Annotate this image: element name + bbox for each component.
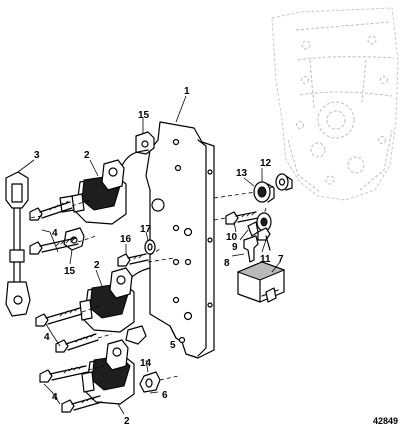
bolt-4-bot-a [39, 365, 89, 383]
screw-12 [275, 173, 293, 191]
callout-16: 16 [120, 234, 132, 245]
grommet-13 [253, 181, 275, 203]
callout-10: 10 [226, 232, 238, 243]
terminal-8 [243, 235, 259, 263]
callout-11: 11 [260, 254, 271, 265]
clamp-bottom [125, 325, 147, 345]
callout-4-middle: 4 [44, 332, 50, 343]
figure-number: 42849 [373, 416, 398, 426]
callout-1: 1 [184, 86, 190, 97]
relay-7 [236, 261, 286, 303]
callout-13: 13 [236, 168, 248, 179]
stud-9 [247, 221, 259, 237]
callout-2-top: 2 [84, 150, 90, 161]
callout-2-bottom: 2 [124, 416, 130, 427]
washer-17 [144, 239, 156, 255]
callout-6: 6 [162, 390, 168, 401]
callout-7: 7 [278, 254, 284, 265]
bolt-4-top-b [29, 237, 79, 255]
callout-4-bottom: 4 [52, 392, 58, 403]
bolt-4-bot-b [61, 395, 103, 413]
ignition-coil-top [59, 159, 127, 225]
ignition-coil-bottom [81, 339, 135, 405]
bolt-10 [225, 211, 259, 225]
grommet-relay [256, 212, 272, 232]
callout-9: 9 [232, 242, 238, 253]
spark-plug-lead [5, 171, 31, 317]
callout-8: 8 [224, 258, 230, 269]
callout-3: 3 [34, 150, 40, 161]
bolt-4-mid-a [35, 307, 83, 327]
alignment-lines [27, 183, 277, 381]
bolt-16 [117, 253, 149, 267]
ignition-coil-middle [79, 267, 135, 333]
bolt-4-mid-b [55, 333, 99, 353]
callout-4-top: 4 [52, 228, 58, 239]
engine-block-outline [271, 7, 399, 201]
callout-5: 5 [170, 340, 176, 351]
screw-11 [257, 227, 271, 251]
clamp-upper [135, 131, 155, 155]
spacer-14 [139, 371, 161, 393]
callout-17: 17 [140, 224, 152, 235]
callout-2-middle: 2 [94, 260, 100, 271]
leader-lines [17, 95, 281, 415]
mounting-bracket [145, 121, 215, 359]
callout-labels: 1 15 2 3 4 15 2 16 17 4 14 6 4 2 13 12 1… [34, 86, 284, 427]
bolt-4-top-a [29, 200, 73, 221]
callout-15-lower: 15 [64, 266, 76, 277]
callout-15-upper: 15 [138, 110, 150, 121]
callout-14: 14 [140, 358, 152, 369]
callout-12: 12 [260, 158, 272, 169]
